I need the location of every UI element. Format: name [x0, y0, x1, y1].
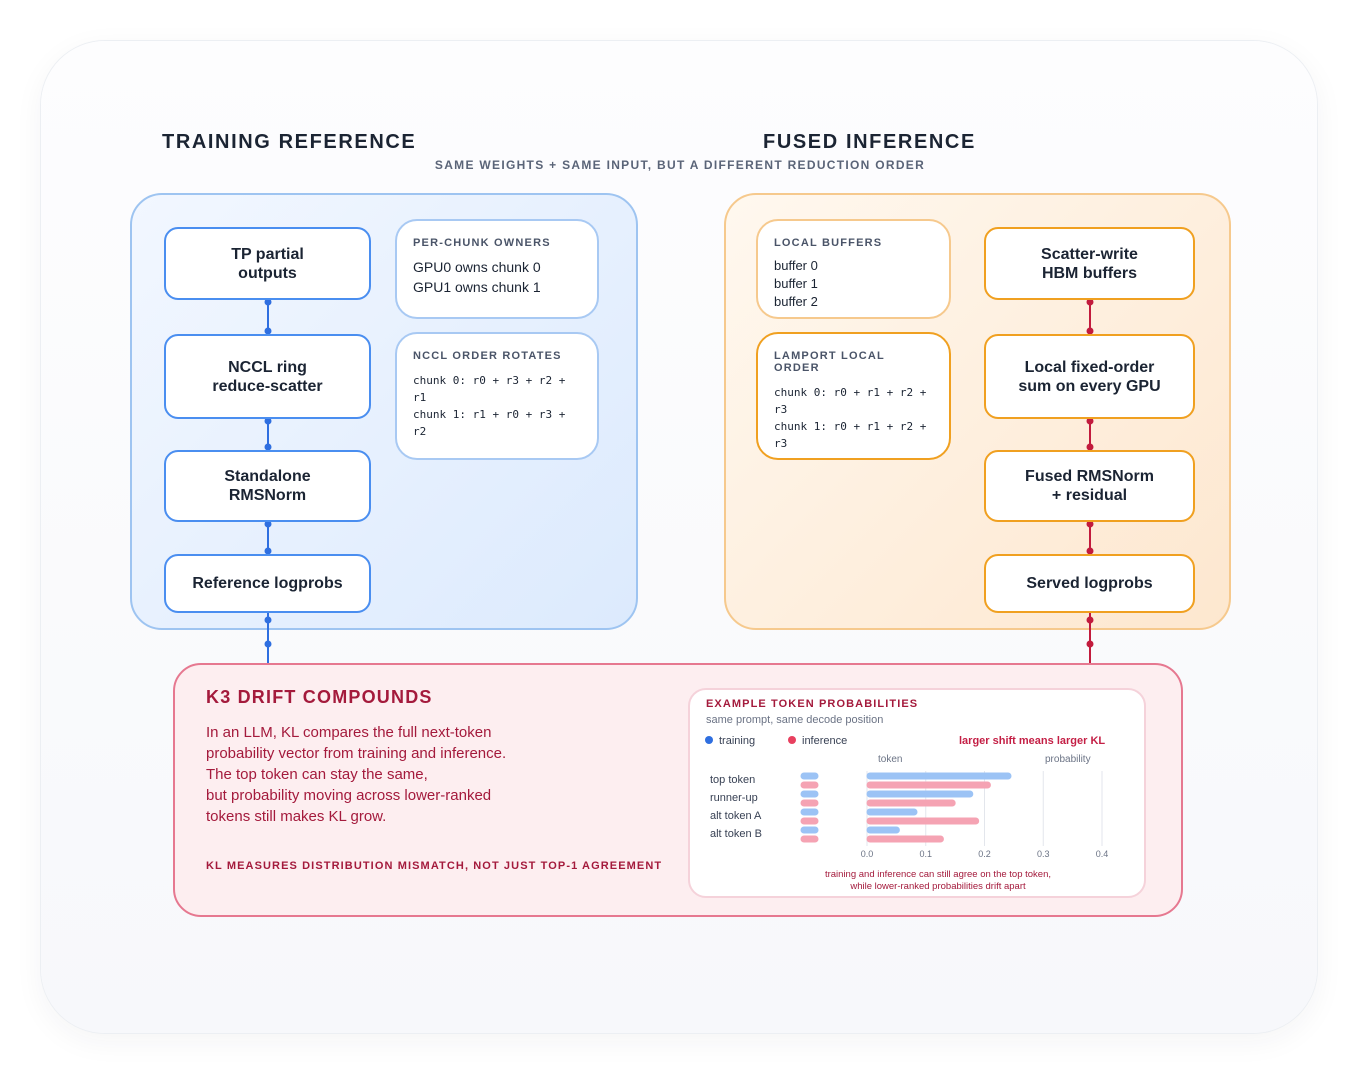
note-line: GPU1 owns chunk 1 — [413, 279, 541, 295]
kl-line: but probability moving across lower-rank… — [206, 787, 492, 804]
x-tick-label: 0.3 — [1037, 849, 1050, 859]
nccl-order-note: NCCL ORDER ROTATES chunk 0: r0 + r3 + r2… — [395, 332, 599, 460]
note-title: NCCL ORDER ROTATES — [413, 350, 562, 362]
note-line: chunk 1: r0 + r1 + r2 + r3 — [774, 420, 927, 450]
x-tick-label: 0.4 — [1096, 849, 1109, 859]
note-line: GPU0 owns chunk 0 — [413, 259, 541, 275]
scatter-write-node: Scatter-write HBM buffers — [984, 227, 1195, 300]
legend-training: training — [705, 735, 755, 747]
token-prob-chart: 0.0 0.1 0.2 0.3 0.4 top token runner-up alt tok… — [710, 771, 1109, 859]
chart-caption: training and inference can still agree o… — [688, 869, 1188, 893]
row-label: top token — [710, 774, 755, 786]
x-tick-label: 0.1 — [919, 849, 932, 859]
note-line: chunk 0: r0 + r3 + r2 + r1 — [413, 374, 566, 404]
row-label: alt token A — [710, 810, 762, 822]
legend-dot-inference — [788, 736, 796, 744]
chart-subtitle: same prompt, same decode position — [706, 714, 884, 726]
caption-line: while lower-ranked probabilities drift a… — [850, 881, 1026, 892]
nccl-ring-node: NCCL ring reduce-scatter — [164, 334, 371, 419]
tp-partial-outputs-node: TP partial outputs — [164, 227, 371, 300]
kl-line: probability vector from training and inf… — [206, 745, 507, 762]
standalone-rmsnorm-node: Standalone RMSNorm — [164, 450, 371, 522]
column-token-label: token — [878, 754, 903, 765]
chart-title: EXAMPLE TOKEN PROBABILITIES — [706, 698, 919, 710]
note-title: LOCAL BUFFERS — [774, 237, 883, 249]
note-title: LAMPORT LOCAL ORDER — [774, 350, 885, 374]
kl-line: The top token can stay the same, — [206, 766, 428, 783]
local-buffers-note: LOCAL BUFFERS buffer 0 buffer 1 buffer 2 — [756, 219, 951, 319]
legend-inference: inference — [788, 735, 847, 747]
diagram-subtitle: SAME WEIGHTS + SAME INPUT, BUT A DIFFERE… — [434, 158, 926, 172]
note-title: PER-CHUNK OWNERS — [413, 237, 551, 249]
per-chunk-owners-note: PER-CHUNK OWNERS GPU0 owns chunk 0 GPU1 … — [395, 219, 599, 319]
kl-line: tokens still makes KL grow. — [206, 808, 387, 825]
kl-line: In an LLM, KL compares the full next-tok… — [206, 724, 492, 741]
note-line: chunk 1: r1 + r0 + r3 + r2 — [413, 408, 566, 438]
served-logprobs-node: Served logprobs — [984, 554, 1195, 613]
legend-label: training — [719, 735, 756, 747]
reference-logprobs-node: Reference logprobs — [164, 554, 371, 613]
note-line: buffer 1 — [774, 276, 818, 291]
note-line: buffer 2 — [774, 294, 818, 309]
kl-title: K3 DRIFT COMPOUNDS — [206, 687, 433, 707]
training-reference-heading: TRAINING REFERENCE — [162, 131, 417, 153]
row-label: runner-up — [710, 792, 758, 804]
legend-label: inference — [802, 735, 848, 747]
lamport-order-note: LAMPORT LOCAL ORDER chunk 0: r0 + r1 + r… — [756, 332, 951, 460]
kl-explanation: In an LLM, KL compares the full next-tok… — [206, 722, 506, 827]
column-probability-label: probability — [1045, 754, 1091, 765]
fused-rmsnorm-node: Fused RMSNorm + residual — [984, 450, 1195, 522]
caption-line: training and inference can still agree o… — [824, 869, 1052, 880]
kl-footer: KL MEASURES DISTRIBUTION MISMATCH, NOT J… — [206, 860, 663, 872]
note-line: buffer 0 — [774, 258, 818, 273]
chart-annotation: larger shift means larger KL — [959, 735, 1106, 747]
x-tick-label: 0.0 — [861, 849, 874, 859]
x-tick-label: 0.2 — [978, 849, 991, 859]
note-line: chunk 0: r0 + r1 + r2 + r3 — [774, 386, 927, 416]
local-fixed-order-node: Local fixed-order sum on every GPU — [984, 334, 1195, 419]
fused-inference-heading: FUSED INFERENCE — [763, 131, 976, 153]
row-label: alt token B — [710, 828, 762, 840]
legend-dot-training — [705, 736, 713, 744]
